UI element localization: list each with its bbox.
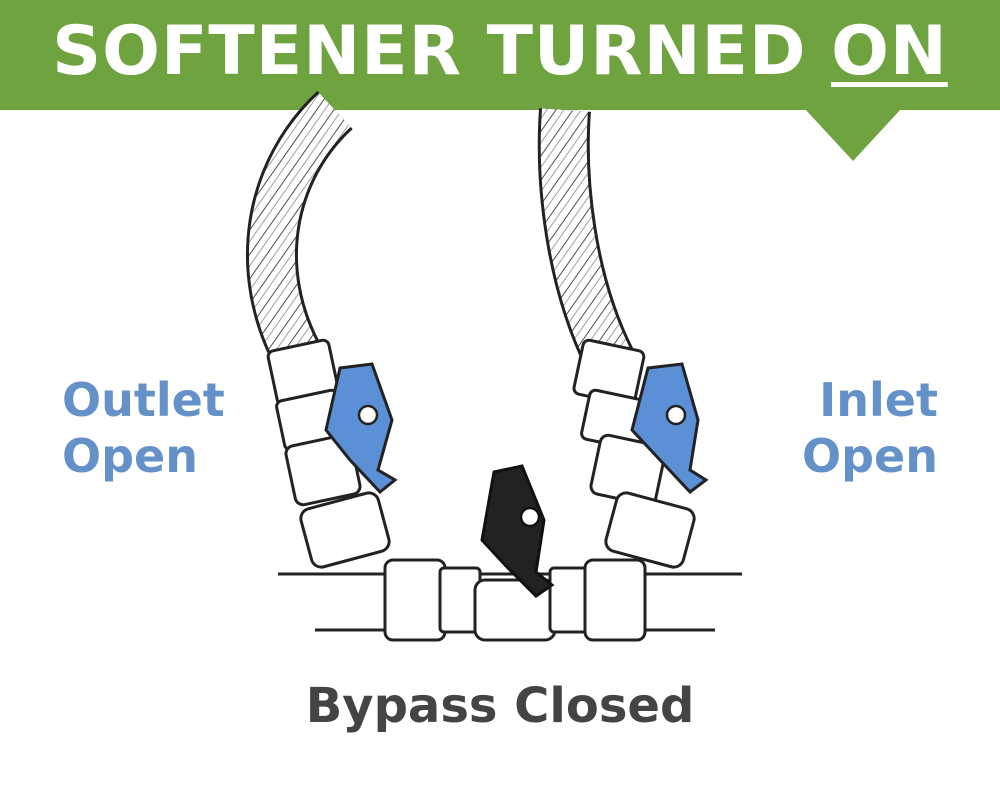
outlet-hose — [245, 90, 354, 373]
outlet-label-line-2: Open — [62, 429, 198, 483]
banner-pointer — [805, 109, 901, 161]
outlet-valve-handle — [324, 362, 398, 495]
title-emphasis: ON — [831, 12, 948, 91]
page-title: SOFTENER TURNED ON — [0, 12, 1000, 91]
outlet-label-line-1: Outlet — [62, 373, 225, 427]
inlet-label-line-2: Open — [802, 429, 938, 483]
bypass-label: Bypass Closed — [305, 678, 695, 734]
inlet-label-line-1: Inlet — [819, 373, 938, 427]
inlet-label: Inlet Open — [802, 372, 938, 484]
bypass-valve-handle — [480, 464, 555, 598]
inlet-hose — [537, 108, 634, 372]
header-banner — [0, 0, 1000, 110]
inlet-fittings — [572, 338, 696, 569]
outlet-label: Outlet Open — [62, 372, 225, 484]
inlet-valve-handle — [630, 362, 709, 495]
bypass-valve-body — [383, 558, 647, 642]
outlet-fittings — [266, 338, 391, 569]
title-prefix: SOFTENER TURNED — [52, 12, 807, 91]
